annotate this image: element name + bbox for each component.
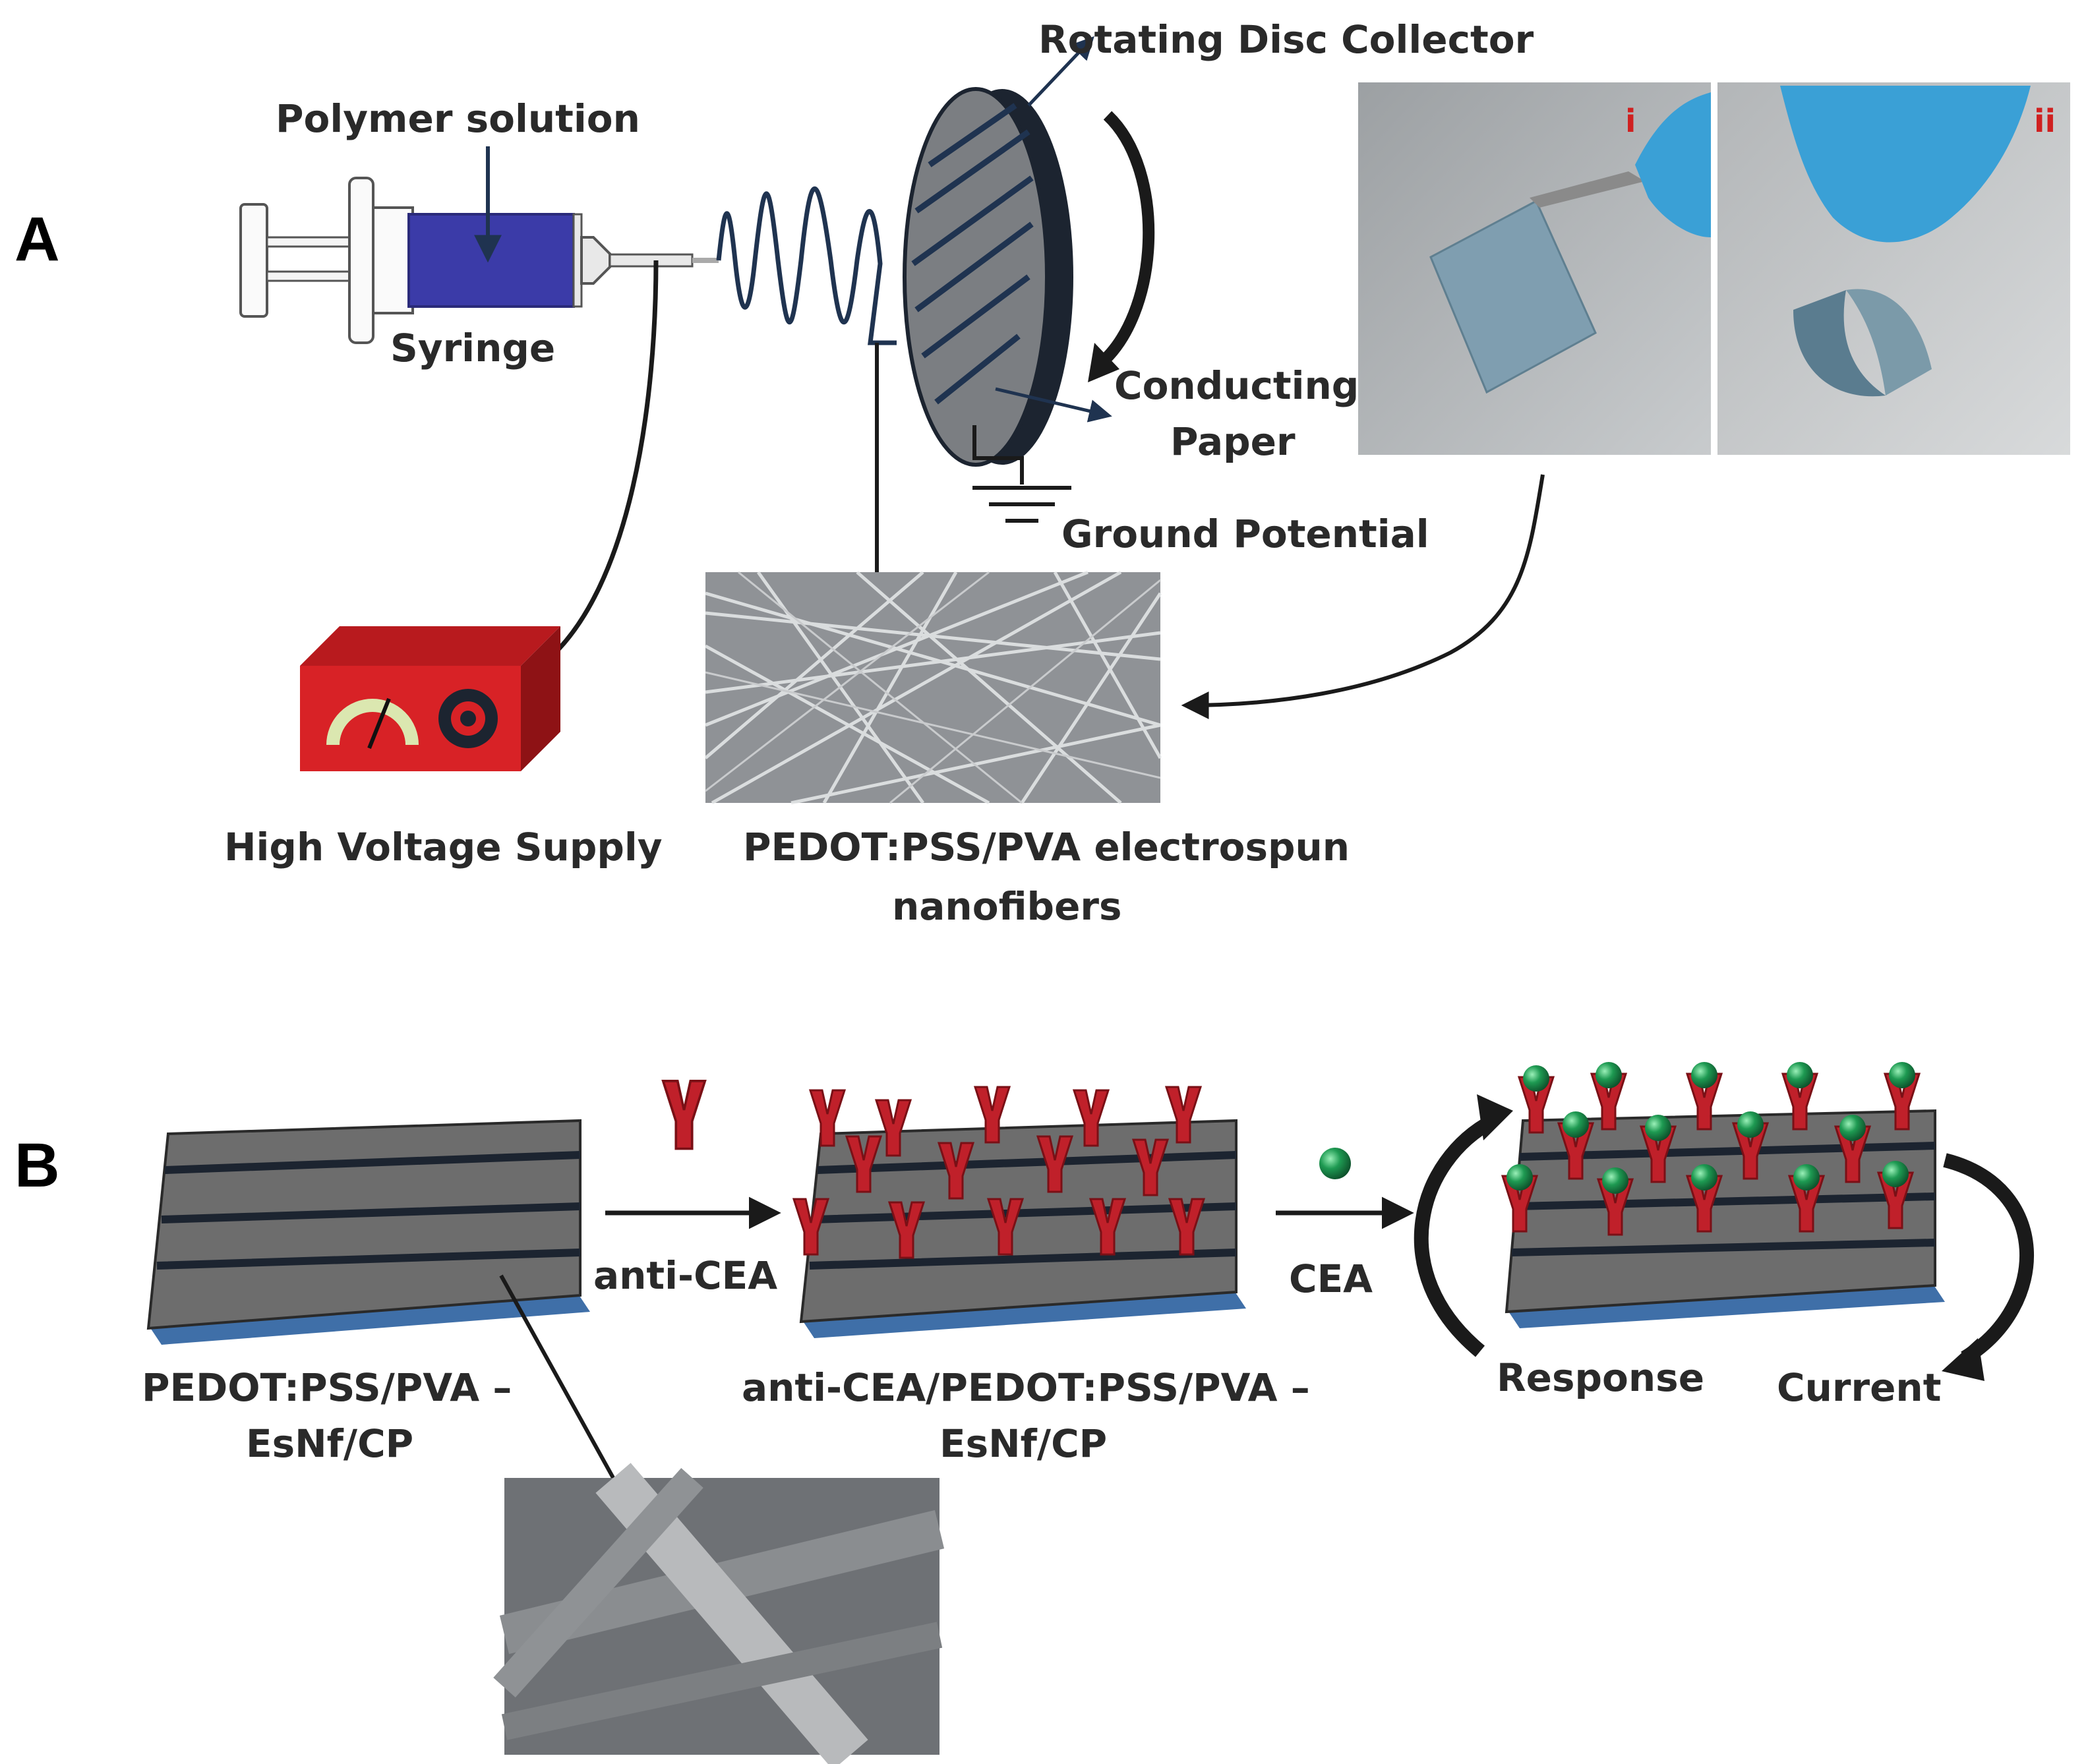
syringe-illustration [239, 177, 719, 344]
rotating-disc-collector [903, 87, 1073, 467]
rotation-arrow-head [1088, 343, 1119, 382]
antibody-step-label: anti-CEA [593, 1253, 777, 1298]
nanofibers-label-1: PEDOT:PSS/PVA electrospun [743, 825, 1350, 869]
single-fiber-sem-image [493, 1463, 945, 1764]
collector-arrow [1027, 36, 1094, 107]
current-arrow-head [1942, 1338, 1984, 1381]
antibody-icon [661, 1080, 707, 1150]
conducting-paper-label-2: Paper [1170, 419, 1296, 464]
high-voltage-supply [300, 626, 560, 771]
current-label: Current [1777, 1365, 1941, 1410]
response-arrow-head [1477, 1094, 1513, 1140]
conducting-paper-photo-ii: ii [1717, 82, 2070, 455]
photo-mark-i: i [1625, 103, 1636, 140]
nanofibers-label-2: nanofibers [892, 884, 1122, 929]
response-arrow [1414, 1114, 1497, 1357]
polymer-solution-label: Polymer solution [276, 96, 640, 141]
conducting-paper-label-1: Conducting [1114, 363, 1359, 408]
antigen-icon [1319, 1148, 1351, 1179]
modified-electrode-label-2: EsNf/CP [940, 1421, 1107, 1466]
syringe-label: Syringe [390, 326, 555, 370]
antigen-step-label: CEA [1289, 1256, 1373, 1301]
conducting-paper-photo-i: i [1358, 82, 1711, 455]
ground-symbol [972, 425, 1071, 523]
photo-mark-ii: ii [2034, 103, 2056, 140]
current-arrow [1943, 1153, 2035, 1365]
immunocomplex-electrode [1501, 1061, 1945, 1328]
bare-electrode [146, 1119, 590, 1345]
ground-potential-label: Ground Potential [1061, 512, 1429, 556]
voltage-wire [539, 260, 659, 668]
high-voltage-supply-label: High Voltage Supply [224, 825, 663, 869]
electrospinning-jet [716, 186, 897, 345]
nanofiber-sem-image [704, 570, 1162, 805]
panel-b-letter: B [15, 1131, 60, 1200]
panel-a-letter: A [15, 204, 60, 274]
rotating-disc-collector-label: Rotating Disc Collector [1038, 17, 1534, 62]
substrate-label-2: EsNf/CP [246, 1421, 413, 1466]
photo-to-sem-arrow [1181, 474, 1545, 719]
rotation-arrow [1094, 111, 1155, 371]
antibody-electrode [792, 1086, 1246, 1338]
modified-electrode-label-1: anti-CEA/PEDOT:PSS/PVA – [742, 1365, 1310, 1410]
conducting-paper-arrow [995, 387, 1112, 423]
response-label: Response [1497, 1355, 1704, 1400]
substrate-label-1: PEDOT:PSS/PVA – [142, 1365, 512, 1410]
